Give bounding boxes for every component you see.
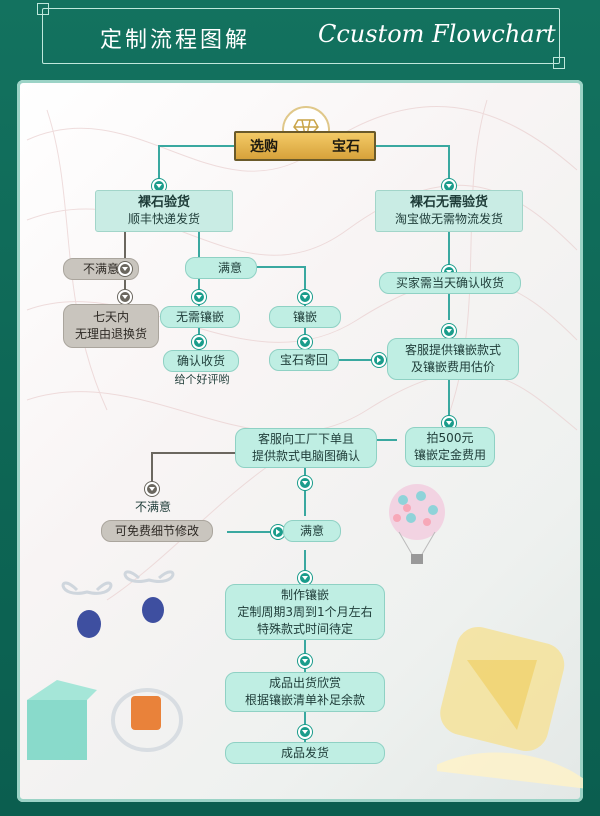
cs-provide-line-2: 及镶嵌费用估价 bbox=[410, 360, 495, 374]
arrow-down-icon bbox=[118, 262, 132, 276]
arrow-down-icon bbox=[192, 290, 206, 304]
unsatisfied-label-1: 不满意 bbox=[82, 261, 119, 276]
no-inspect-node: 裸石无需验货 淘宝做无需物流发货 bbox=[375, 190, 523, 232]
deposit-node: 拍500元 镶嵌定金费用 bbox=[405, 427, 495, 467]
no-setting-label: 无需镶嵌 bbox=[175, 309, 224, 324]
return-policy-node: 七天内 无理由退换货 bbox=[63, 304, 159, 348]
flowchart-panel: 选购 宝石 裸石验货 顺丰快递发货 裸石无需验货 淘宝做无需物流发货 不满意 七… bbox=[17, 80, 583, 802]
balloon-ornament-icon bbox=[389, 484, 445, 564]
no-inspect-sub: 淘宝做无需物流发货 bbox=[394, 212, 503, 226]
satisfied-label-1: 满意 bbox=[217, 260, 242, 275]
return-line-1: 七天内 bbox=[92, 310, 129, 324]
loose-inspect-node: 裸石验货 顺丰快递发货 bbox=[95, 190, 233, 232]
gem-label: 宝石 bbox=[332, 139, 360, 155]
loose-inspect-title: 裸石验货 bbox=[137, 195, 190, 210]
no-setting-node: 无需镶嵌 bbox=[160, 306, 240, 328]
cs-provide-node: 客服提供镶嵌款式 及镶嵌费用估价 bbox=[387, 338, 519, 380]
ship-line-2: 根据镶嵌清单补足余款 bbox=[244, 693, 365, 707]
header: 定制流程图解 Ccustom Flowchart bbox=[0, 0, 600, 72]
arrow-down-icon bbox=[298, 725, 312, 739]
final-label: 成品发货 bbox=[280, 745, 329, 760]
production-line-2: 定制周期3周到1个月左右 bbox=[237, 604, 373, 619]
arrow-down-icon bbox=[298, 335, 312, 349]
deposit-line-2: 镶嵌定金费用 bbox=[413, 448, 486, 462]
ship-appreciate-node: 成品出货欣赏 根据镶嵌清单补足余款 bbox=[225, 672, 385, 712]
review-note-label: 给个好评哟 bbox=[174, 372, 230, 386]
final-node: 成品发货 bbox=[225, 742, 385, 764]
factory-order-line-2: 提供款式电脑图确认 bbox=[251, 449, 360, 463]
production-line-3: 特殊款式时间待定 bbox=[256, 621, 353, 636]
factory-order-node: 客服向工厂下单且 提供款式电脑图确认 bbox=[235, 428, 377, 468]
setting-label: 镶嵌 bbox=[292, 309, 317, 324]
production-node: 制作镶嵌 定制周期3周到1个月左右 特殊款式时间待定 bbox=[225, 584, 385, 640]
select-gem-node: 选购 宝石 bbox=[234, 131, 376, 161]
buyer-confirm-node: 买家需当天确认收货 bbox=[379, 272, 521, 294]
arrow-down-icon bbox=[298, 571, 312, 585]
arrow-down-icon bbox=[192, 335, 206, 349]
satisfied-node-1: 满意 bbox=[185, 257, 257, 279]
header-frame bbox=[37, 3, 565, 69]
ring-and-box-icon bbox=[27, 680, 183, 760]
unsatisfied-label-2: 不满意 bbox=[134, 499, 171, 514]
loose-inspect-sub: 顺丰快递发货 bbox=[127, 212, 200, 226]
free-modify-label: 可免费细节修改 bbox=[114, 523, 199, 538]
arrow-down-icon bbox=[298, 654, 312, 668]
satisfied-node-2: 满意 bbox=[283, 520, 341, 542]
arrow-down-icon bbox=[298, 476, 312, 490]
arrow-right-icon bbox=[372, 353, 386, 367]
production-line-1: 制作镶嵌 bbox=[280, 587, 329, 602]
unsatisfied-node-2: 不满意 bbox=[115, 498, 191, 516]
buyer-confirm-label: 买家需当天确认收货 bbox=[395, 275, 504, 290]
cs-provide-line-1: 客服提供镶嵌款式 bbox=[404, 343, 501, 357]
setting-node: 镶嵌 bbox=[269, 306, 341, 328]
return-line-2: 无理由退换货 bbox=[74, 327, 147, 341]
satisfied-label-2: 满意 bbox=[299, 523, 324, 538]
select-label: 选购 bbox=[250, 139, 278, 155]
confirm-receipt-label: 确认收货 bbox=[176, 353, 225, 368]
arrow-down-icon bbox=[118, 290, 132, 304]
yellow-diamond-icon bbox=[437, 627, 583, 789]
ship-line-1: 成品出货欣赏 bbox=[268, 676, 341, 690]
title-english: Ccustom Flowchart bbox=[318, 20, 556, 48]
no-inspect-title: 裸石无需验货 bbox=[409, 195, 488, 210]
arrow-down-icon bbox=[442, 324, 456, 338]
send-back-node: 宝石寄回 bbox=[269, 349, 339, 371]
deposit-line-1: 拍500元 bbox=[426, 431, 474, 445]
free-modify-node: 可免费细节修改 bbox=[101, 520, 213, 542]
arrow-down-icon bbox=[145, 482, 159, 496]
confirm-receipt-node: 确认收货 bbox=[163, 350, 239, 372]
send-back-label: 宝石寄回 bbox=[279, 352, 328, 367]
arrow-down-icon bbox=[298, 290, 312, 304]
factory-order-line-1: 客服向工厂下单且 bbox=[257, 432, 354, 446]
review-note: 给个好评哟 bbox=[157, 370, 247, 388]
bow-earrings-icon bbox=[61, 570, 175, 638]
title-chinese: 定制流程图解 bbox=[100, 28, 251, 53]
